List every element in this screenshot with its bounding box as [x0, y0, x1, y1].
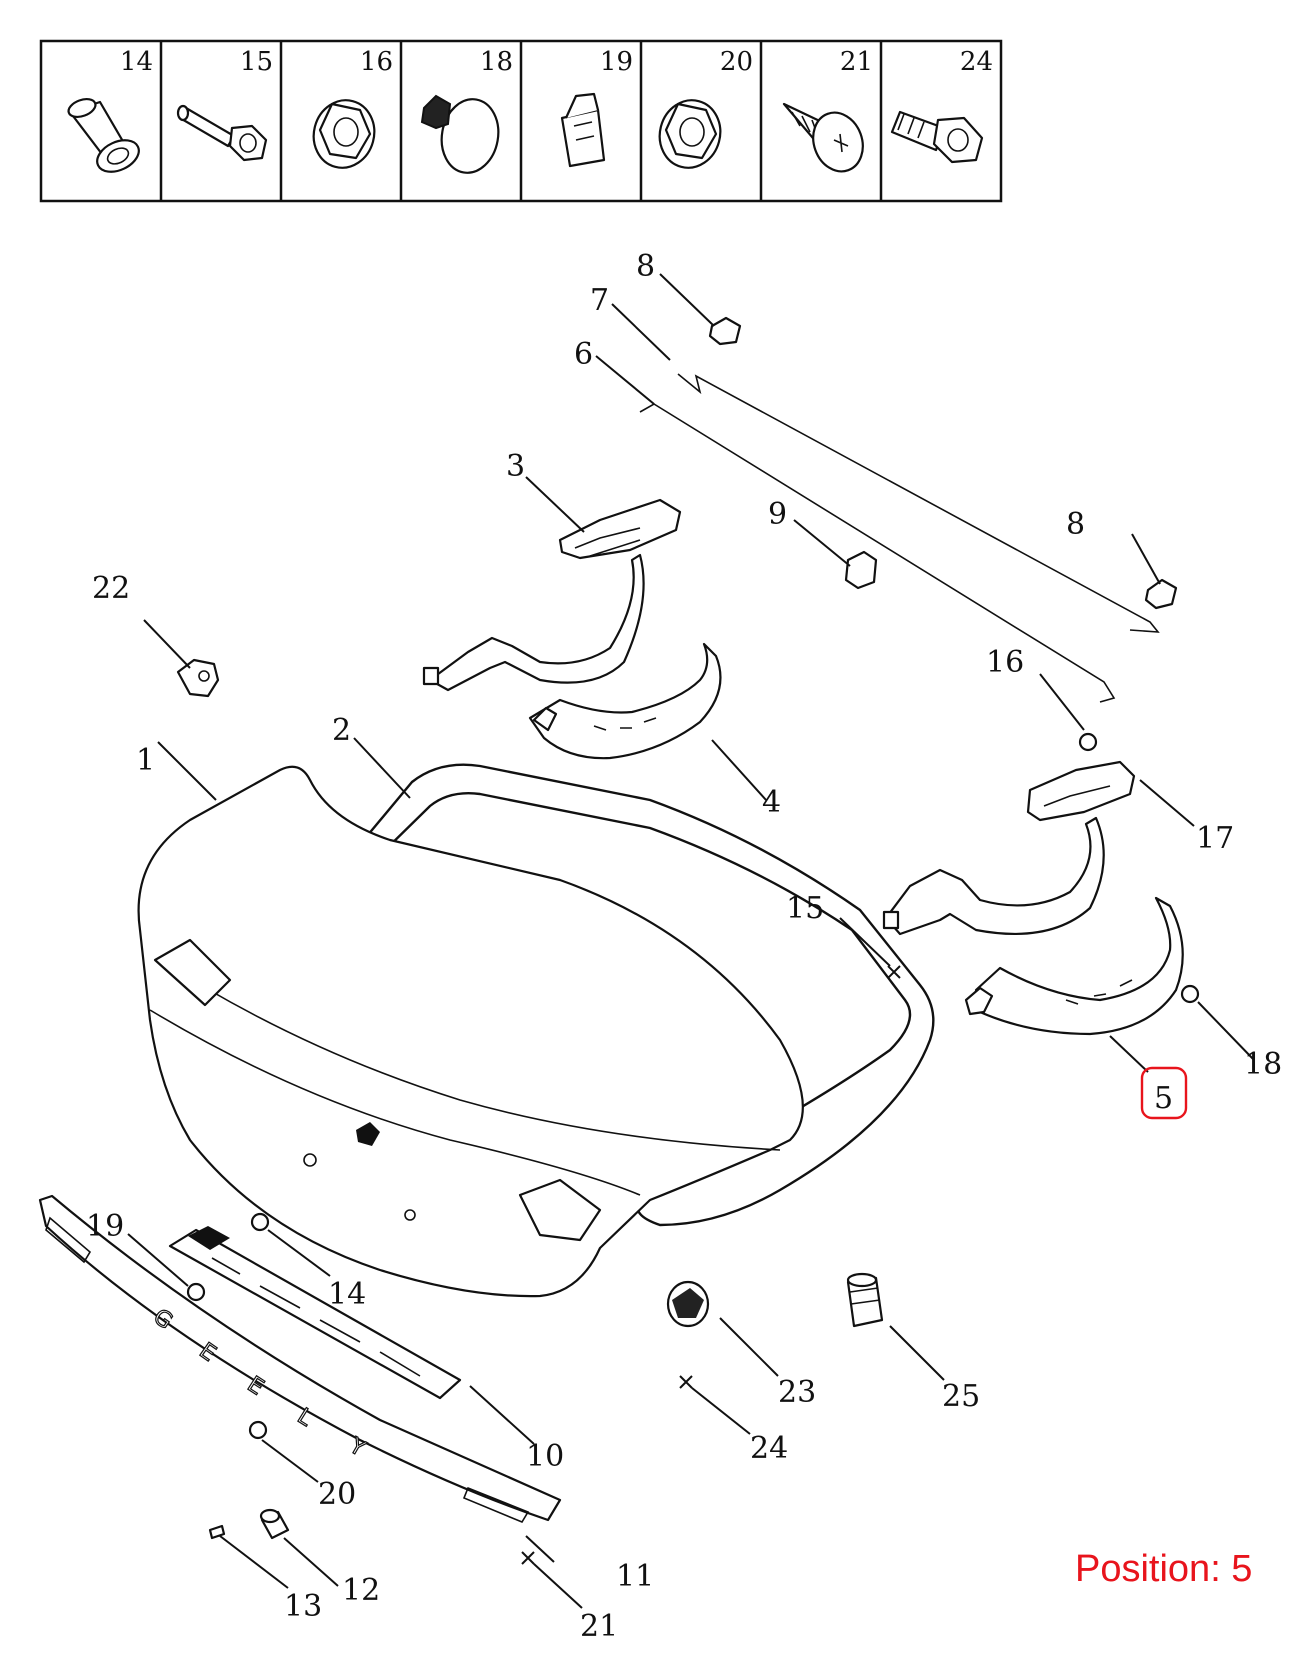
screw-icon [782, 102, 864, 173]
buffer-25 [846, 1272, 884, 1328]
callout-label: 11 [616, 1559, 654, 1594]
callout-label: 20 [318, 1477, 356, 1512]
badge-letter: L [293, 1404, 317, 1432]
bracket-10 [168, 1226, 462, 1400]
hinge-cover-right [964, 896, 1184, 1036]
callout-label: 16 [986, 645, 1024, 680]
callout-label: 13 [284, 1589, 322, 1624]
legend-label: 14 [120, 47, 153, 77]
torsion-rod-7 [677, 373, 1160, 633]
callout-label: 15 [786, 891, 824, 926]
bushing-12 [259, 1508, 290, 1540]
hinge-cover-left [528, 642, 722, 760]
callout-label: 21 [580, 1609, 618, 1644]
legend-label: 18 [480, 47, 513, 77]
rod-clip-8-lower [1144, 578, 1178, 610]
torsion-rod-6 [639, 403, 1116, 703]
callout-label: 19 [86, 1209, 124, 1244]
bumper-stop-9 [844, 550, 878, 590]
callout-label: 25 [942, 1379, 980, 1414]
callout-label: 2 [332, 713, 351, 748]
fastener-legend-table: 14 15 16 18 19 20 21 24 [39, 39, 1003, 203]
rear-garnish-11 [38, 1194, 562, 1524]
clip-22 [176, 658, 220, 698]
rod-clip-8-upper [708, 316, 742, 346]
callout-label: 9 [768, 497, 787, 532]
legend-label: 15 [240, 47, 273, 77]
callout-label: 22 [92, 571, 130, 606]
spring-clip-icon [560, 92, 606, 168]
callout-label: 3 [506, 449, 525, 484]
badge-letter: Y [344, 1433, 369, 1462]
legend-label: 19 [600, 47, 633, 77]
callout-label: 8 [636, 249, 655, 284]
legend-label: 20 [720, 47, 753, 77]
x-marker [521, 965, 901, 1565]
flange-nut-icon [312, 99, 376, 169]
callout-label: 6 [574, 337, 593, 372]
callout-label: 10 [526, 1439, 564, 1474]
callout-label: 1 [136, 743, 155, 778]
callout-label: 23 [778, 1375, 816, 1410]
washer-marker [186, 732, 1200, 1440]
hinge-left [422, 498, 682, 692]
callout-label: 5 [1154, 1081, 1173, 1116]
hinge-right [882, 760, 1136, 936]
legend-label: 21 [840, 47, 873, 77]
leader-lines [127, 273, 1255, 1609]
callout-label: 18 [1244, 1047, 1282, 1082]
legend-label: 24 [960, 47, 993, 77]
highlight-box [1140, 1066, 1188, 1120]
nut-23 [666, 1280, 710, 1328]
push-clip-icon [420, 94, 500, 174]
callout-label: 8 [1066, 507, 1085, 542]
callout-label: 24 [750, 1431, 788, 1466]
callout-label: 7 [590, 283, 609, 318]
callout-label: 17 [1196, 821, 1234, 856]
flange-nut-icon [658, 99, 722, 169]
rivet-nut-icon [67, 97, 140, 173]
legend-label: 16 [360, 47, 393, 77]
callout-label: 4 [762, 785, 781, 820]
callout-label: 14 [328, 1277, 366, 1312]
trunk-lid-seal [360, 763, 935, 1227]
callout-label: 12 [342, 1573, 380, 1608]
hex-bolt-icon [890, 110, 984, 164]
bolt-icon [176, 104, 268, 162]
trunk-lid [137, 765, 804, 1298]
position-indicator: Position: 5 [1075, 1548, 1253, 1590]
pin-13 [208, 1524, 226, 1540]
callout-labels: 1 2 3 4 5 6 7 8 8 9 10 11 12 13 14 15 16… [86, 249, 1282, 1644]
